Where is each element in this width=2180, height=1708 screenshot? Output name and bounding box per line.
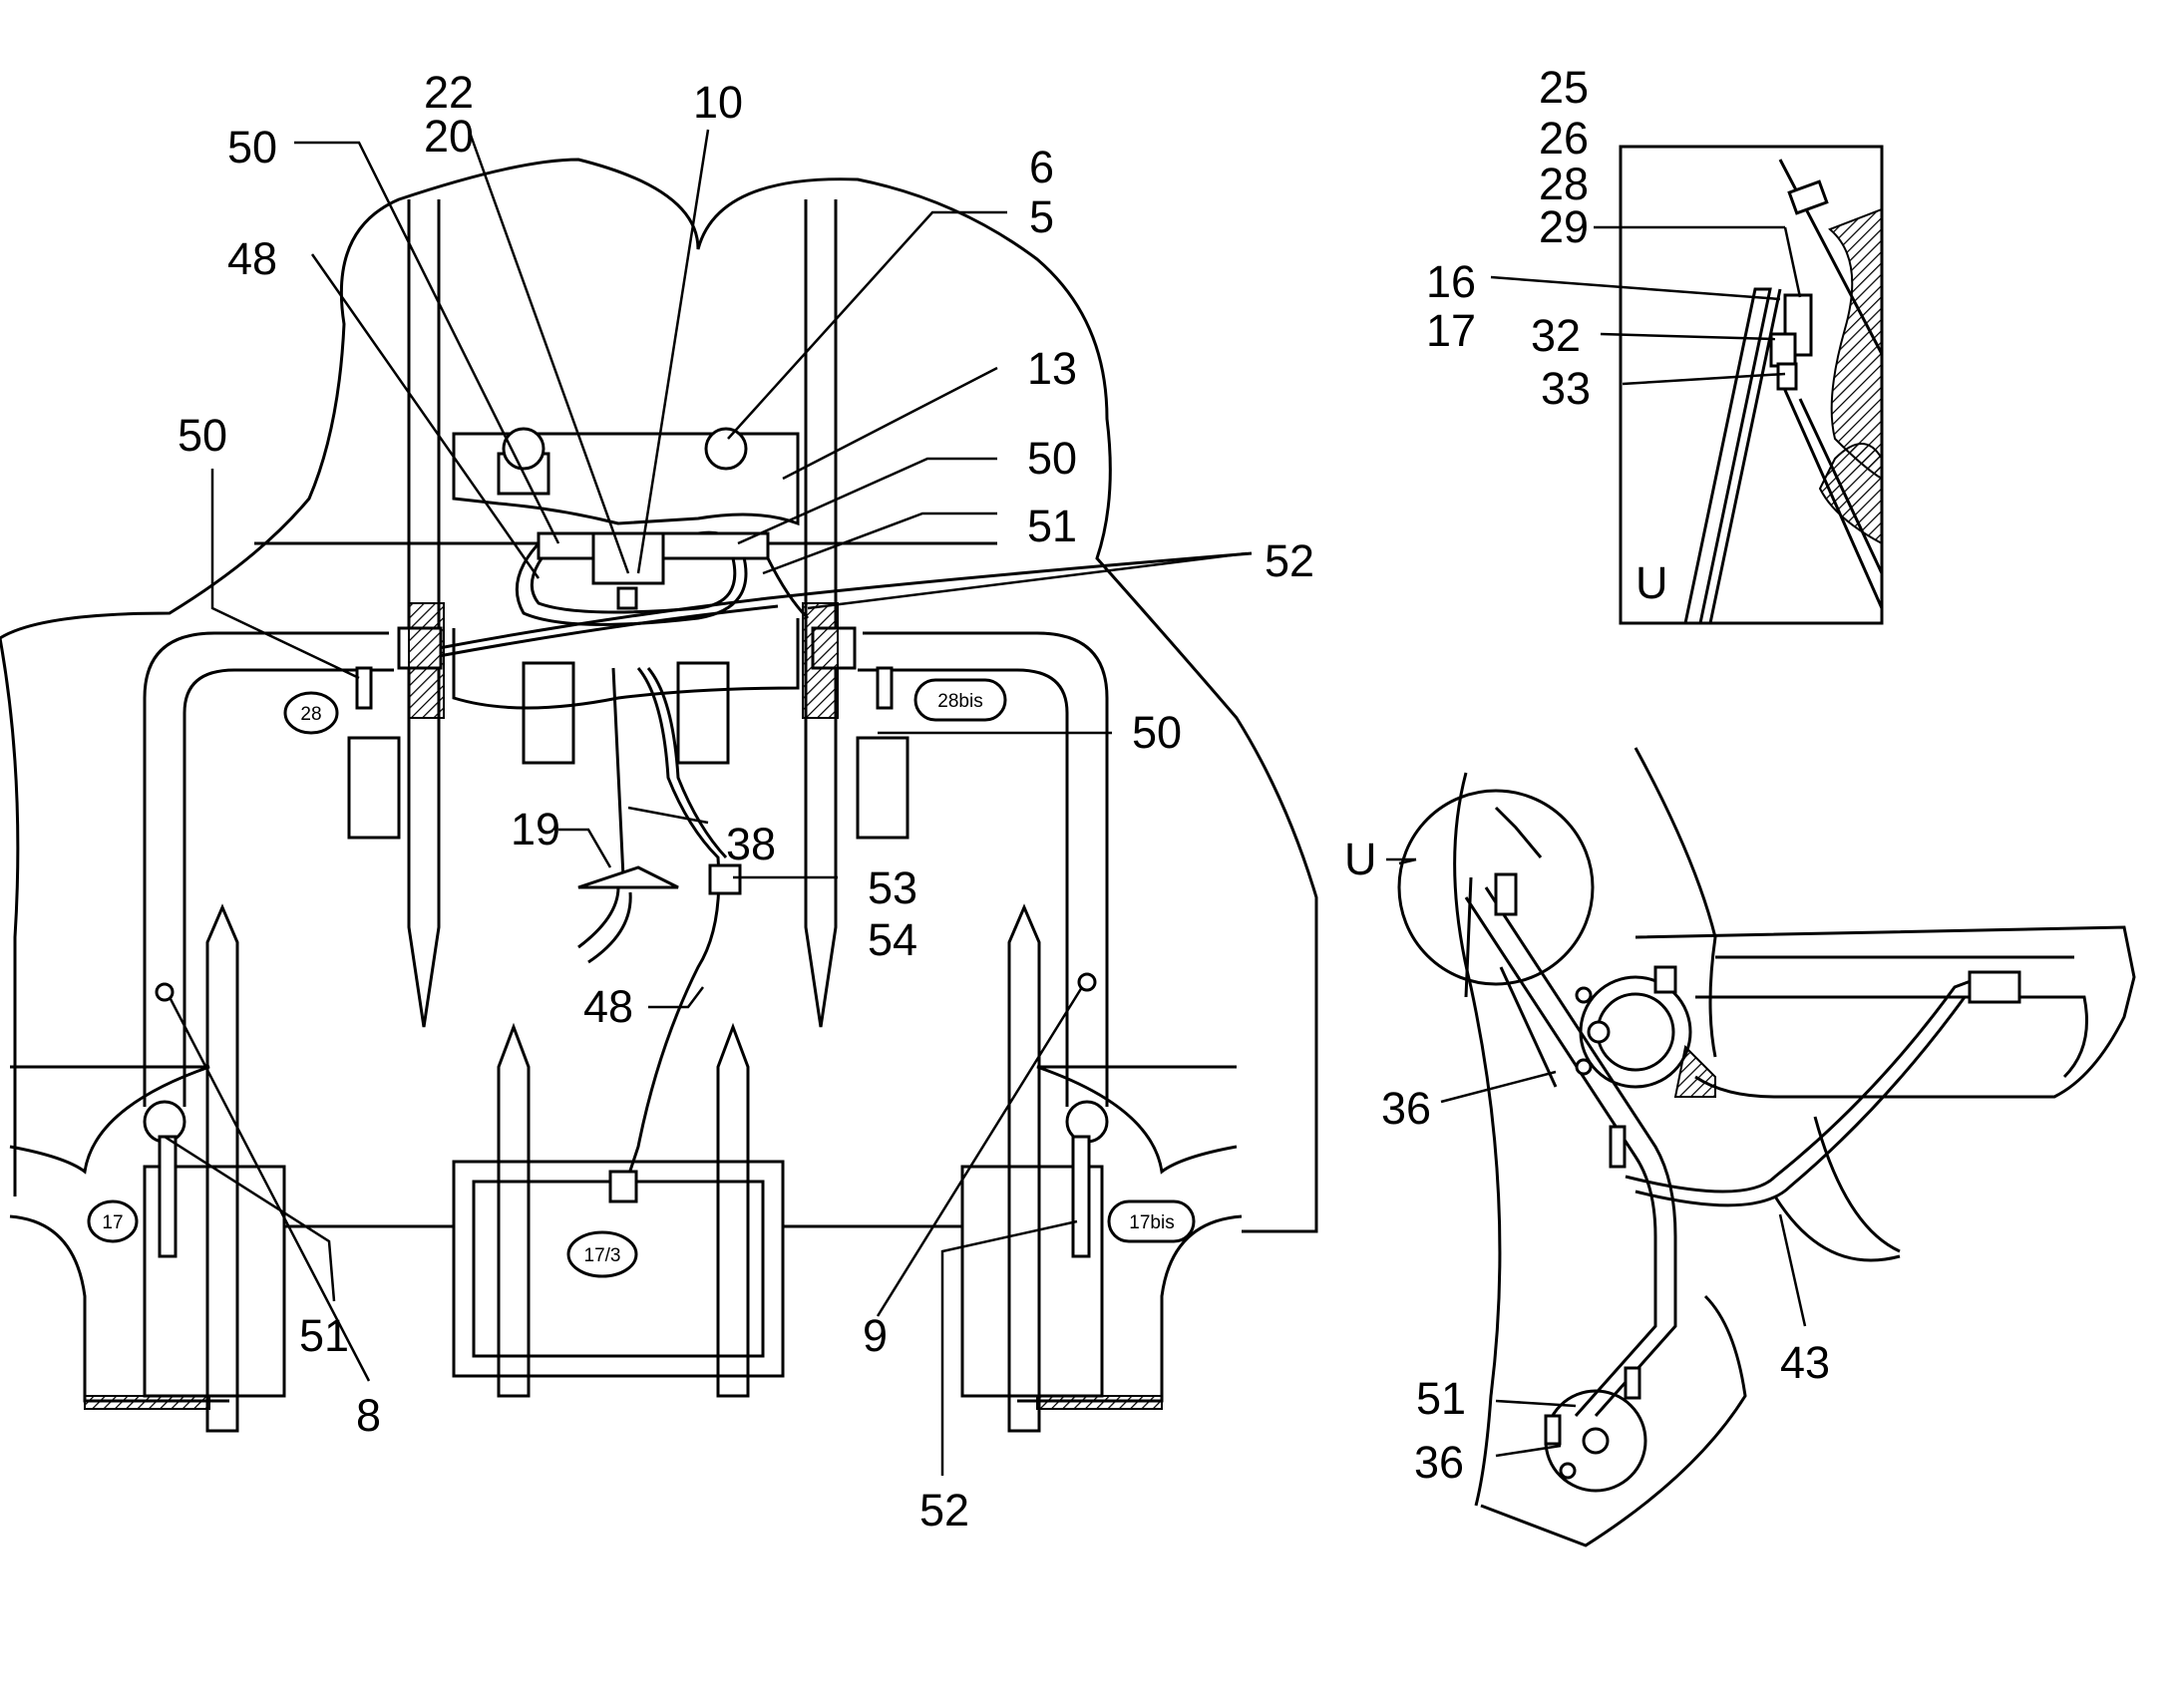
callout-13: 13 [1027,343,1077,394]
left-u-frame [143,631,389,1107]
tag-17-3: 17/3 [584,1245,621,1266]
side-view-labels: 36 43 51 36 [1381,1083,1830,1488]
callout-29: 29 [1539,201,1589,252]
main-view-labels: 22 20 10 6 5 50 48 13 50 51 52 50 50 19 … [178,67,1314,1536]
callout-19: 19 [511,804,560,854]
callout-54: 54 [868,914,917,965]
callout-25: 25 [1539,62,1589,113]
callout-51-side: 51 [1416,1373,1466,1424]
hood-outline [0,158,1318,1233]
engine-block [452,432,800,526]
callout-51-left: 51 [299,1310,349,1361]
callout-50-top: 50 [227,122,277,172]
callout-52-right: 52 [1265,535,1314,586]
callout-53: 53 [868,862,917,913]
callout-6: 6 [1029,142,1054,192]
callout-48-center: 48 [583,981,633,1032]
callout-22: 22 [424,67,474,118]
callout-36-bottom: 36 [1414,1437,1464,1488]
detail-u-labels: 25 26 28 29 16 17 32 33 [1426,62,1591,414]
callout-33: 33 [1541,363,1591,414]
callout-9: 9 [863,1310,888,1361]
detail-u-label: U [1635,557,1668,608]
detail-u-view: U [1619,145,1884,625]
side-view: U [1344,747,2136,1547]
callout-36-top: 36 [1381,1083,1431,1134]
callout-43: 43 [1780,1337,1830,1388]
callout-52-bottom: 52 [919,1485,969,1536]
tag-28: 28 [300,704,321,725]
callout-8: 8 [356,1390,381,1441]
side-view-leaders [1386,857,1807,1458]
callout-50-lower-right: 50 [1132,707,1182,758]
right-u-frame [863,631,1109,1107]
callout-26: 26 [1539,113,1589,164]
callout-10: 10 [693,77,743,128]
circled-tags: 28 28bis 17 17/3 17bis [87,678,1196,1278]
side-view-zoom-label: U [1344,834,1377,884]
callout-50-right: 50 [1027,433,1077,484]
callout-48-top: 48 [227,233,277,284]
tag-17: 17 [102,1212,123,1233]
top-hose-loop [515,530,770,626]
callout-20: 20 [424,111,474,162]
callout-16: 16 [1426,256,1476,307]
main-view-leaders [164,129,1248,1476]
tag-28bis: 28bis [937,691,982,712]
callout-50-left: 50 [178,410,227,461]
callout-17: 17 [1426,305,1476,356]
main-front-view [0,158,1318,1433]
callout-51-right: 51 [1027,501,1077,551]
detail-u-leaders [1490,225,1802,386]
callout-28: 28 [1539,159,1589,209]
callout-38: 38 [726,819,776,869]
tag-17bis: 17bis [1129,1212,1174,1233]
callout-32: 32 [1531,310,1581,361]
callout-5: 5 [1029,191,1054,242]
zoom-circle-u [1397,789,1595,986]
